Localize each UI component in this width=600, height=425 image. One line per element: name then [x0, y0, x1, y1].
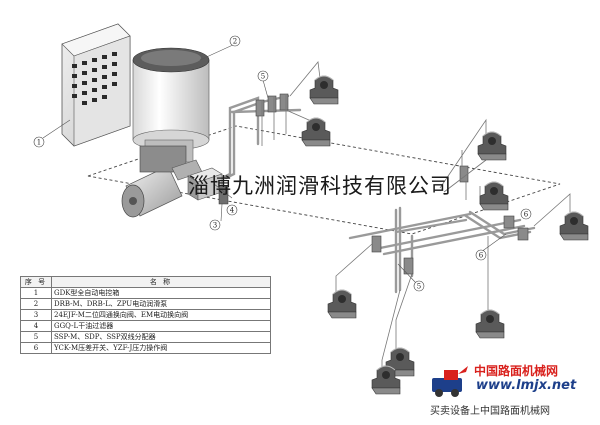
legend-no: 6 [20, 342, 52, 354]
legend-no: 4 [20, 320, 52, 332]
company-name: 淄博九洲润滑科技有限公司 [188, 174, 452, 198]
legend-row: 2 DRB-M、DRB-L、ZPU电动润滑泵 [20, 298, 271, 310]
watermark-url: www.lmjx.net [476, 378, 577, 393]
site-logo-icon [432, 366, 468, 397]
dashed-system-boundary [87, 125, 561, 235]
legend-header-no: 序 号 [20, 276, 52, 288]
legend-name: YCK-M压差开关、YZF-J压力操作阀 [51, 342, 271, 354]
legend-no: 2 [20, 298, 52, 310]
legend-name: GGQ-L干油过滤器 [51, 320, 271, 332]
legend-row: 3 24EJF-M二位四通换向阀、EM电动换向阀 [20, 309, 271, 321]
watermark-cn: 中国路面机械网 [474, 364, 559, 378]
legend-row: 5 SSP-M、SDP、SSP双线分配器 [20, 331, 271, 343]
control-box [61, 23, 131, 147]
legend-row: 1 GDK型全自动电控箱 [20, 287, 271, 299]
legend-name: 24EJF-M二位四通换向阀、EM电动换向阀 [51, 309, 271, 321]
watermark-slogan: 买卖设备上中国路面机械网 [430, 406, 550, 417]
legend-name: DRB-M、DRB-L、ZPU电动润滑泵 [51, 298, 271, 310]
legend-row: 4 GGQ-L干油过滤器 [20, 320, 271, 332]
callout-leaders [42, 43, 507, 284]
parts-legend-table: 序 号 名 称 1 GDK型全自动电控箱 2 DRB-M、DRB-L、ZPU电动… [20, 276, 271, 354]
legend-no: 5 [20, 331, 52, 343]
pump-reservoir [132, 47, 210, 163]
legend-name: GDK型全自动电控箱 [51, 287, 271, 299]
legend-header-row: 序 号 名 称 [20, 276, 271, 288]
site-watermark: 中国路面机械网 www.lmjx.net 买卖设备上中国路面机械网 [430, 362, 600, 422]
legend-name: SSP-M、SDP、SSP双线分配器 [51, 331, 271, 343]
legend-no: 1 [20, 287, 52, 299]
legend-header-name: 名 称 [51, 276, 271, 288]
legend-no: 3 [20, 309, 52, 321]
pump-motor [121, 145, 203, 218]
legend-row: 6 YCK-M压差开关、YZF-J压力操作阀 [20, 342, 271, 354]
reversing-valve [187, 167, 223, 201]
lube-lines [261, 61, 571, 374]
